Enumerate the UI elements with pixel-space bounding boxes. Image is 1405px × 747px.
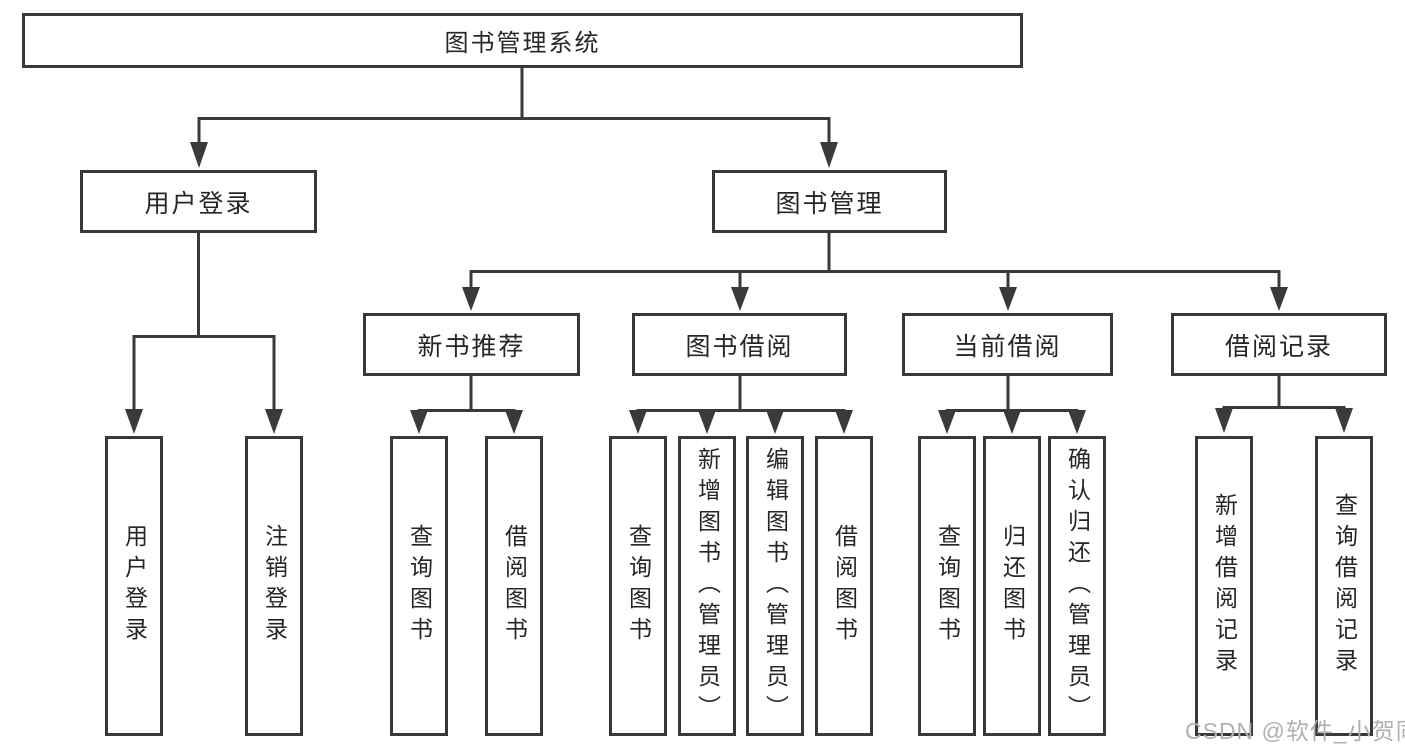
arrowheads-level3 <box>462 287 1288 311</box>
leaf-logout: 注销登录 <box>245 436 303 736</box>
arrowheads-records-leaves <box>1215 408 1353 433</box>
node-root: 图书管理系统 <box>22 13 1023 68</box>
node-book-management: 图书管理 <box>712 170 947 233</box>
node-book-borrow: 图书借阅 <box>632 313 847 376</box>
leaf-current-confirm-return-admin: 确认归还（管理员） <box>1048 436 1106 736</box>
arrowheads-level2 <box>190 142 838 168</box>
connector-book-management-to-level3 <box>469 233 1281 289</box>
node-user-login: 用户登录 <box>80 170 317 233</box>
connector-user-login-to-leaves <box>132 233 276 410</box>
arrowheads-borrow-leaves <box>629 410 853 434</box>
node-new-book-recommend: 新书推荐 <box>363 313 580 376</box>
connector-borrow-to-leaves <box>636 376 846 412</box>
arrowheads-recommend-leaves <box>410 410 523 434</box>
leaf-records-query-record: 查询借阅记录 <box>1315 436 1373 736</box>
leaf-recommend-query-books: 查询图书 <box>390 436 448 736</box>
arrowheads-current-leaves <box>938 410 1086 434</box>
leaf-current-return-books: 归还图书 <box>983 436 1041 736</box>
connector-current-to-leaves <box>945 376 1079 412</box>
arrowheads-user-login-leaves <box>125 409 283 434</box>
leaf-recommend-borrow-books: 借阅图书 <box>485 436 543 736</box>
leaf-user-login: 用户登录 <box>105 436 163 736</box>
leaf-current-query-books: 查询图书 <box>918 436 976 736</box>
leaf-borrow-edit-books-admin: 编辑图书（管理员） <box>746 436 804 736</box>
connector-recommend-to-leaves <box>417 376 516 412</box>
leaf-borrow-query-books: 查询图书 <box>609 436 667 736</box>
leaf-borrow-borrow-books: 借阅图书 <box>815 436 873 736</box>
node-borrow-records: 借阅记录 <box>1171 313 1387 376</box>
node-current-borrow: 当前借阅 <box>902 313 1113 376</box>
connector-root-to-level2 <box>197 68 831 143</box>
leaf-records-add-record: 新增借阅记录 <box>1195 436 1253 736</box>
watermark: CSDN @软件_小贺同学 <box>1185 718 1405 744</box>
leaf-borrow-add-books-admin: 新增图书（管理员） <box>678 436 736 736</box>
connector-records-to-leaves <box>1222 376 1346 409</box>
